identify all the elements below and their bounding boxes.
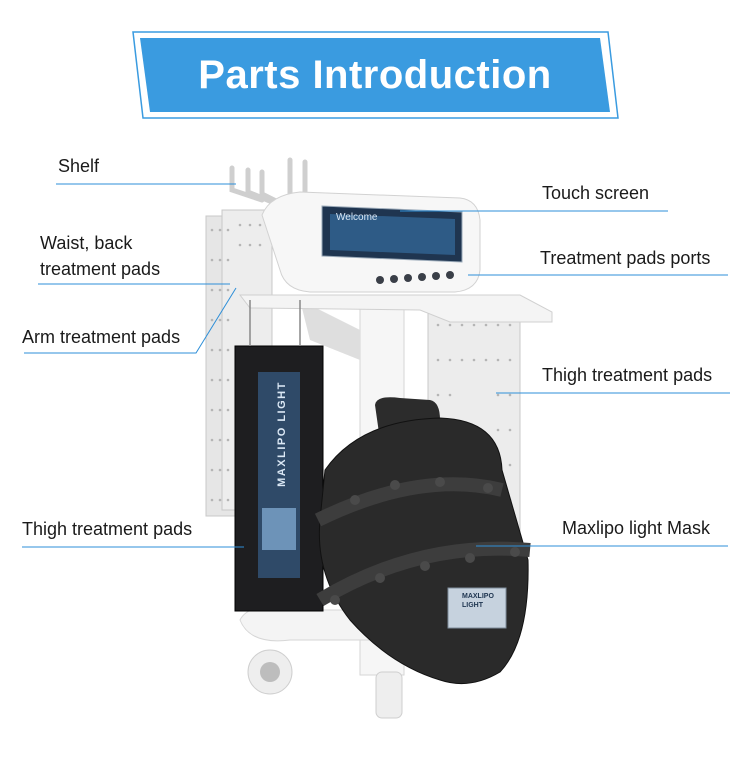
title-banner: Parts Introduction (0, 0, 750, 130)
label-waist-back-line2: treatment pads (40, 259, 161, 279)
mask (314, 397, 531, 685)
mask-brand-text: MAXLIPO LIGHT (462, 592, 494, 610)
label-thigh-pads-left: Thigh treatment pads (22, 519, 193, 539)
label-mask: Maxlipo light Mask (562, 518, 711, 538)
label-shelf: Shelf (58, 156, 100, 176)
mask-brand-line1: MAXLIPO (462, 593, 494, 600)
tray (238, 294, 553, 323)
pad-brand-text: MAXLIPO LIGHT (276, 381, 288, 487)
page-title: Parts Introduction (198, 52, 552, 97)
console (261, 191, 481, 293)
label-waist-back: Waist, back treatment pads (40, 230, 160, 282)
label-waist-back-line1: Waist, back (40, 233, 133, 253)
label-touch-screen: Touch screen (542, 183, 650, 203)
label-treatment-ports: Treatment pads ports (540, 248, 711, 268)
mask-brand-line2: LIGHT (462, 602, 483, 609)
label-thigh-pads-right: Thigh treatment pads (542, 365, 713, 385)
label-arm-pads: Arm treatment pads (22, 327, 181, 347)
banner-shape (132, 31, 619, 119)
thigh-pad-left (234, 300, 324, 612)
screen-welcome-text: Welcome (336, 212, 378, 223)
